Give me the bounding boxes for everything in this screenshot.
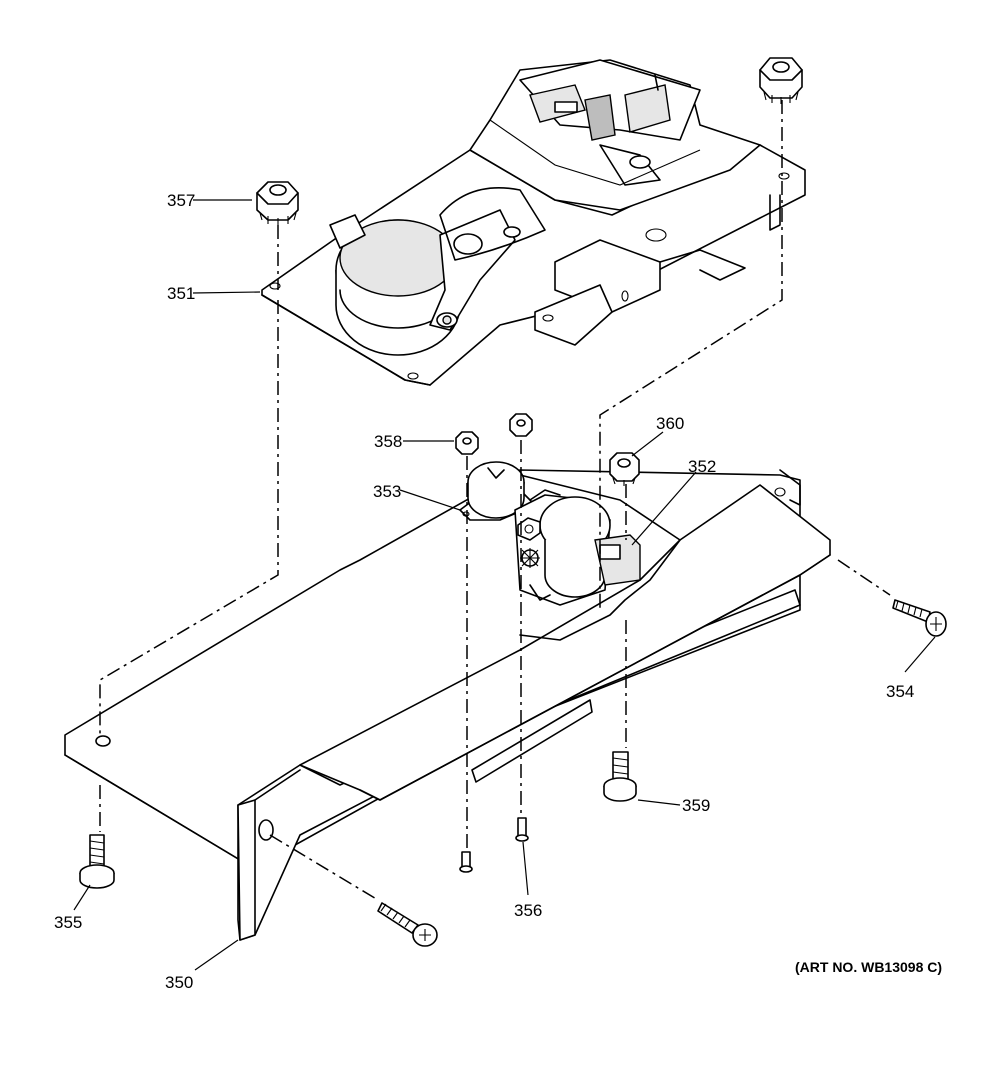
keps-nut-357 bbox=[256, 181, 299, 225]
callout-360: 360 bbox=[656, 414, 684, 433]
switch-part bbox=[514, 489, 641, 606]
callout-350: 350 bbox=[165, 973, 193, 992]
callout-351: 351 bbox=[167, 284, 195, 303]
keps-nut-upper-right bbox=[759, 57, 803, 104]
keps-nut-360 bbox=[609, 452, 640, 486]
callout-labels: 357 351 358 353 360 352 354 359 355 356 … bbox=[54, 191, 914, 992]
callout-353: 353 bbox=[373, 482, 401, 501]
nut-358 bbox=[455, 431, 479, 455]
nut-358-second bbox=[509, 413, 533, 437]
callout-356: 356 bbox=[514, 901, 542, 920]
screw-355 bbox=[79, 834, 115, 889]
screw-356-second bbox=[459, 851, 473, 873]
screw-354 bbox=[892, 599, 947, 637]
callout-355: 355 bbox=[54, 913, 82, 932]
callout-358: 358 bbox=[374, 432, 402, 451]
callout-359: 359 bbox=[682, 796, 710, 815]
motor-bracket-assembly bbox=[261, 59, 806, 386]
art-number: (ART NO. WB13098 C) bbox=[795, 959, 943, 975]
callout-357: 357 bbox=[167, 191, 195, 210]
callout-354: 354 bbox=[886, 682, 914, 701]
callout-352: 352 bbox=[688, 457, 716, 476]
alignment-lines bbox=[99, 100, 891, 901]
mounting-plate bbox=[64, 469, 831, 941]
screw-356 bbox=[515, 817, 529, 842]
leader-lines bbox=[73, 199, 936, 971]
screw-359 bbox=[603, 751, 637, 802]
flat-screw-front bbox=[377, 902, 438, 947]
thermostat-part bbox=[459, 461, 536, 521]
